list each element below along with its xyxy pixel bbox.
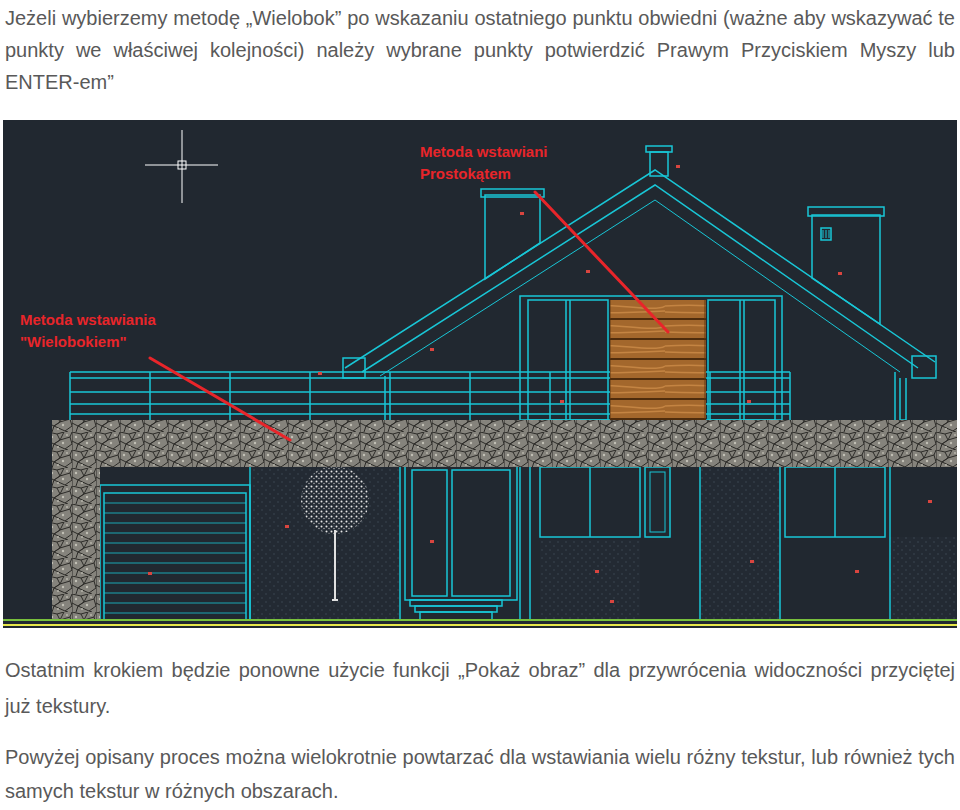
lower-floor [890, 537, 957, 620]
callout-label: Metoda wstawiania "Wielobokiem" [20, 309, 190, 353]
lower-floor [250, 467, 400, 620]
lower-floor [645, 467, 670, 537]
lower-floor [540, 540, 640, 620]
red-markers [928, 500, 932, 503]
lower-floor [405, 465, 517, 600]
house-drawing [823, 230, 829, 238]
body-paragraph: Ostatnim krokiem będzie ponowne użycie f… [5, 652, 955, 724]
callout-label: Metoda wstawiani Prostokątem [420, 141, 570, 185]
lower-floor [100, 465, 890, 620]
lower-floor [452, 470, 510, 596]
house-drawing [485, 195, 540, 279]
lower-floor [100, 485, 250, 620]
lower-floor [700, 467, 780, 620]
lower-floor [104, 493, 246, 620]
cad-background [3, 120, 957, 628]
red-markers [318, 372, 322, 375]
leader-line [150, 192, 668, 440]
lower-floor [834, 467, 836, 537]
red-markers [430, 348, 434, 351]
house-drawing [912, 356, 936, 378]
red-markers [855, 570, 859, 573]
red-markers [676, 165, 680, 168]
leader-line [535, 192, 668, 332]
house-drawing [821, 228, 831, 240]
house-drawing [808, 207, 884, 216]
house-drawing [70, 146, 936, 420]
lower-floor [520, 467, 530, 620]
red-markers [520, 212, 524, 215]
house-drawing [812, 215, 880, 324]
stone-texture [52, 467, 100, 620]
lower-floor [100, 465, 957, 620]
red-markers [838, 272, 842, 275]
red-markers [750, 560, 754, 563]
lower-floor [415, 606, 497, 612]
house-drawing [528, 300, 608, 420]
lower-floor [420, 612, 492, 620]
crosshair-cursor [178, 161, 186, 169]
lower-floor [412, 470, 447, 596]
lower-floor [332, 530, 338, 600]
crosshair-cursor [145, 130, 218, 203]
crosshair-cursor [145, 130, 218, 203]
lower-floor [785, 467, 885, 537]
red-markers [610, 600, 614, 603]
stone-texture [52, 420, 957, 620]
lower-floor [410, 600, 502, 606]
lower-floor [650, 472, 665, 532]
red-markers [747, 400, 751, 403]
lower-floor [889, 467, 891, 620]
lower-floor [540, 467, 640, 537]
ground-line [3, 620, 957, 625]
lower-floor [250, 467, 400, 620]
house-drawing [708, 300, 775, 420]
red-markers [595, 570, 599, 573]
body-paragraph: Powyżej opisany proces można wielokrotni… [5, 740, 955, 808]
red-markers [285, 525, 289, 528]
house-drawing [900, 378, 906, 420]
lower-floor [104, 503, 246, 613]
house-drawing [566, 300, 570, 420]
red-markers [560, 400, 564, 403]
body-paragraph: Jeżeli wybierzemy metodę „Wielobok” po w… [5, 2, 955, 98]
leader-line [150, 358, 290, 440]
house-drawing [740, 300, 744, 420]
house-drawing [646, 146, 672, 152]
red-markers [148, 165, 932, 603]
ground-line [3, 619, 957, 621]
red-markers [586, 270, 590, 273]
lower-floor [700, 467, 780, 620]
wood-texture [610, 300, 706, 420]
lower-floor [301, 466, 369, 534]
lower-floor [589, 467, 591, 537]
red-markers [430, 540, 434, 543]
red-markers [148, 572, 152, 575]
house-drawing [343, 358, 365, 378]
ground-line [3, 624, 957, 626]
stone-texture [52, 420, 957, 467]
